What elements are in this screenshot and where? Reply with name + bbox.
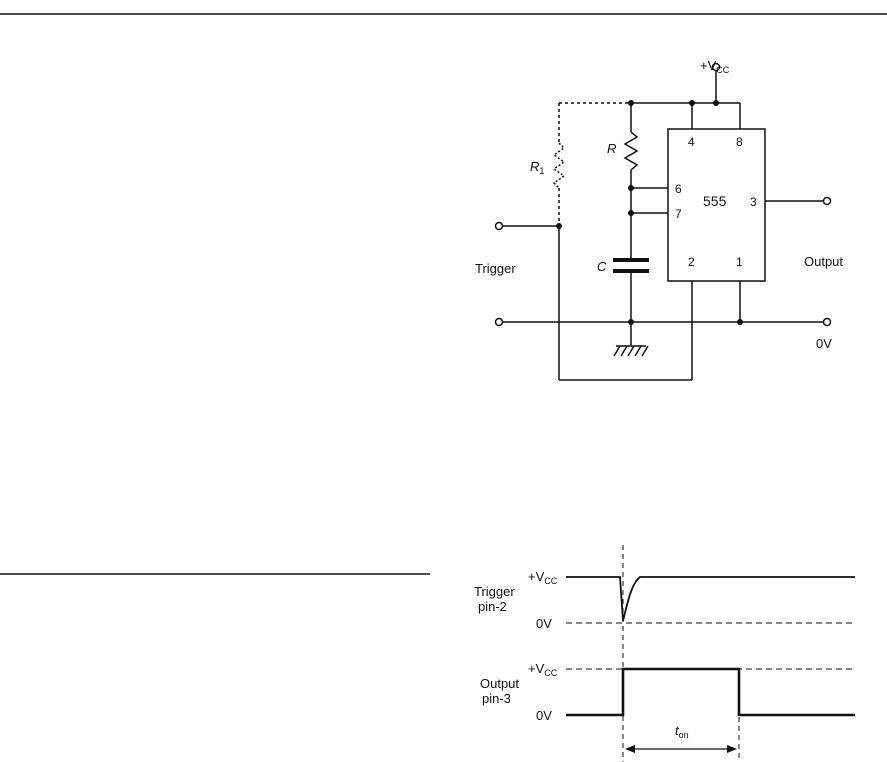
output-row-label-1: Output xyxy=(480,676,519,691)
trigger-row-label-1: Trigger xyxy=(474,584,515,599)
junction-dot xyxy=(628,210,634,216)
earth-hatch-5 xyxy=(641,345,649,357)
junction-dot xyxy=(628,319,634,325)
pin-6-label: 6 xyxy=(675,182,682,196)
junction-dot xyxy=(737,319,743,325)
output-vcc-label: +VCC xyxy=(528,661,558,678)
output-row-label-2: pin-3 xyxy=(482,691,511,706)
t-on-label: ton xyxy=(675,723,689,740)
junction-dot xyxy=(713,100,719,106)
junction-dots xyxy=(556,100,743,325)
r-resistor-zigzag xyxy=(623,131,639,171)
earth-hatch-4 xyxy=(634,345,642,357)
r1-resistor-zigzag xyxy=(552,142,566,189)
junction-dot xyxy=(556,223,562,229)
t-on-arrowhead-right xyxy=(727,745,737,753)
ic-555-label: 555 xyxy=(703,193,727,209)
monostable-circuit xyxy=(494,62,832,381)
junction-dot xyxy=(628,185,634,191)
trigger-label: Trigger xyxy=(475,261,516,276)
output-waveform xyxy=(566,667,855,717)
earth-hatch-3 xyxy=(627,345,635,357)
earth-hatch-2 xyxy=(620,345,628,357)
trigger-terminal xyxy=(494,221,504,231)
capacitor-label: C xyxy=(597,259,607,274)
junction-dot xyxy=(689,100,695,106)
pin-3-label: 3 xyxy=(750,195,757,209)
output-zero-label: 0V xyxy=(536,708,552,723)
pin-1-label: 1 xyxy=(736,255,743,269)
ground-label: 0V xyxy=(816,336,832,351)
pin-4-label: 4 xyxy=(688,135,695,149)
earth-hatch-1 xyxy=(613,345,621,357)
junction-dot xyxy=(628,100,634,106)
output-terminal xyxy=(822,196,832,206)
vcc-label: +VCC xyxy=(700,58,730,75)
r1-label: R1 xyxy=(530,159,544,176)
trigger-waveform xyxy=(566,576,855,622)
t-on-arrowhead-left xyxy=(625,745,635,753)
vcc-terminal xyxy=(711,62,721,72)
output-label: Output xyxy=(804,254,843,269)
resistor-label: R xyxy=(607,141,616,156)
trigger-row-label-2: pin-2 xyxy=(478,599,507,614)
timing-diagram xyxy=(566,545,855,762)
pin-7-label: 7 xyxy=(675,207,682,221)
right-ground-terminal xyxy=(822,317,832,327)
pin-8-label: 8 xyxy=(736,135,743,149)
trigger-zero-label: 0V xyxy=(536,616,552,631)
trigger-vcc-label: +VCC xyxy=(528,569,558,586)
pin-2-label: 2 xyxy=(688,255,695,269)
ic-555-body xyxy=(667,128,766,282)
left-ground-terminal xyxy=(494,317,504,327)
